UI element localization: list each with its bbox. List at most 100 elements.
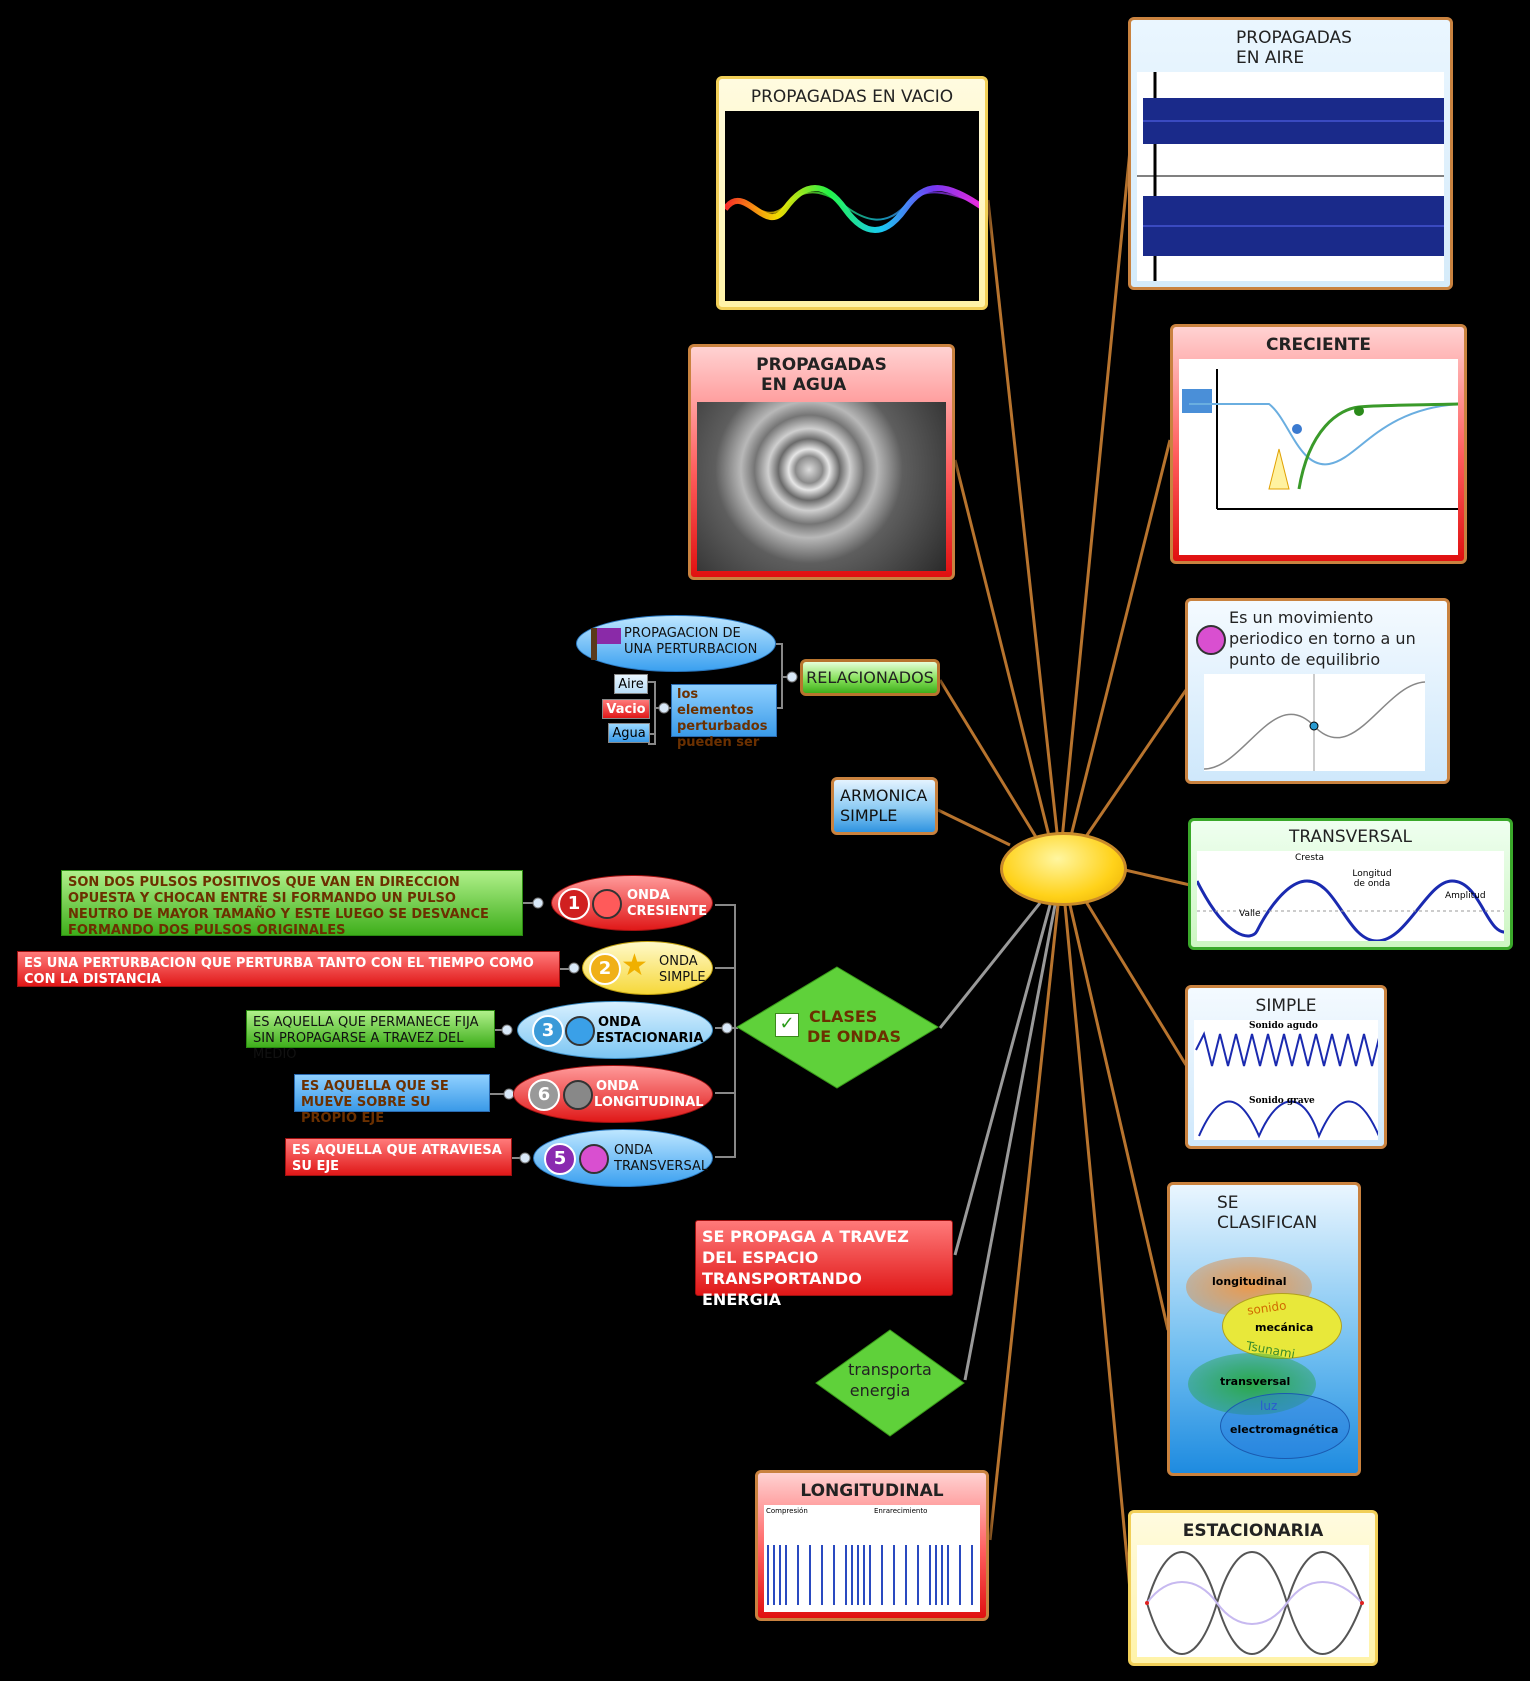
blob-electromagnetica (1220, 1393, 1350, 1459)
medio-label: Agua (612, 726, 646, 741)
elementos-box[interactable]: los elementos perturbados pueden ser (671, 684, 777, 750)
bubble-label-line2: LONGITUDINAL (594, 1095, 704, 1110)
blob-label-electromagnetica: electromagnética (1230, 1423, 1339, 1436)
description-text: SON DOS PULSOS POSITIVOS QUE VAN EN DIRE… (68, 875, 489, 938)
node-creciente[interactable]: CRECIENTE (1170, 324, 1467, 564)
onda-transversal-bubble[interactable]: 5 ONDA TRANSVERSAL (533, 1129, 713, 1187)
link-simple (1083, 899, 1188, 1066)
node-movimiento-periodico[interactable]: Es un movimiento periodico en torno a un… (1185, 598, 1450, 784)
growth-graph-image (1179, 359, 1458, 555)
node-propagadas-agua[interactable]: PROPAGADAS EN AGUA (688, 344, 955, 580)
box-label: los elementos perturbados pueden ser (677, 687, 768, 750)
node-longitudinal[interactable]: LONGITUDINAL Compresión Enrarecimiento (755, 1470, 989, 1621)
link-clases (938, 902, 1042, 1029)
onda-creciente-description: SON DOS PULSOS POSITIVOS QUE VAN EN DIRE… (61, 870, 523, 938)
angry-face-icon (592, 889, 622, 919)
rainbow-wave-image (725, 111, 979, 301)
node-se-clasifican[interactable]: SE CLASIFICAN longitudinal sonido mecáni… (1167, 1182, 1361, 1476)
onda-transversal-description: ES AQUELLA QUE ATRAVIESA SU EJE (285, 1138, 512, 1176)
onda-longitudinal-description: ES AQUELLA QUE SE MUEVE SOBRE SU PROPIO … (294, 1074, 490, 1126)
number-badge: 2 (589, 953, 621, 985)
crying-face-icon (565, 1016, 595, 1046)
link-periodico (1068, 689, 1188, 861)
medio-agua[interactable]: Agua (608, 723, 650, 743)
link-transporta (963, 904, 1057, 1381)
onda-estacionaria-description: ES AQUELLA QUE PERMANECE FIJA SIN PROPAG… (246, 1010, 495, 1062)
audio-waveform-image (1137, 72, 1444, 281)
onda-simple-bubble[interactable]: 2 ★ ONDA SIMPLE (582, 941, 713, 995)
node-title-line1: PROPAGADAS (1236, 28, 1352, 48)
description-text: ES AQUELLA QUE SE MUEVE SOBRE SU PROPIO … (301, 1079, 449, 1126)
node-title: ESTACIONARIA (1182, 1521, 1324, 1541)
node-title: LONGITUDINAL (800, 1481, 944, 1501)
spring-wave-image: Compresión Enrarecimiento (764, 1505, 980, 1612)
medio-aire[interactable]: Aire (614, 674, 648, 694)
label-enrarecimiento: Enrarecimiento (874, 1507, 928, 1515)
link-armonica (937, 808, 1011, 847)
clases-label-line1: CLASES (809, 1007, 878, 1026)
label-line2: energia (849, 1381, 911, 1400)
bubble-label-line1: ONDA (614, 1143, 653, 1158)
description-text: ES UNA PERTURBACION QUE PERTURBA TANTO C… (24, 956, 534, 987)
node-title: TRANSVERSAL (1288, 827, 1413, 847)
node-label: RELACIONADOS (806, 668, 934, 687)
blob-label-mecanica: mecánica (1255, 1321, 1314, 1334)
blob-label-luz: luz (1260, 1399, 1278, 1413)
bubble-label-line1: ONDA (627, 888, 670, 903)
label-cresta: Cresta (1295, 853, 1325, 863)
link-transversal (1124, 868, 1191, 887)
transporta-energia-node[interactable]: transporta energia (814, 1328, 966, 1438)
sound-wave-image: Sonido agudo Sonido grave (1194, 1020, 1378, 1140)
onda-longitudinal-bubble[interactable]: 6 ONDA LONGITUDINAL (513, 1065, 713, 1123)
node-simple[interactable]: SIMPLE Sonido agudo Sonido grave (1185, 985, 1387, 1149)
onda-creciente-bubble[interactable]: 1 ONDA CRESIENTE (551, 875, 713, 931)
sleepy-face-icon (563, 1080, 593, 1110)
armonica-simple-node[interactable]: ARMONICA SIMPLE (831, 777, 938, 835)
link-agua (953, 459, 1057, 861)
node-title-line2: CLASIFICAN (1217, 1213, 1318, 1233)
node-title: SIMPLE (1255, 996, 1317, 1016)
node-transversal[interactable]: TRANSVERSAL Cresta Longitud de onda Ampl… (1188, 818, 1513, 950)
label-grave: Sonido grave (1249, 1096, 1315, 1106)
bubble-label-line1: ONDA (598, 1015, 641, 1030)
node-title: PROPAGADAS EN VACIO (750, 87, 954, 107)
description-text: ES AQUELLA QUE PERMANECE FIJA SIN PROPAG… (253, 1015, 479, 1062)
medio-label: Vacio (606, 702, 646, 717)
label-longitud: Longitud de onda (1352, 869, 1392, 889)
flag-icon (591, 628, 597, 660)
water-drop-image (697, 402, 946, 571)
node-label: ARMONICA SIMPLE (840, 786, 928, 825)
clases-de-ondas-node[interactable]: ✓ CLASES DE ONDAS (735, 965, 940, 1090)
relacionados-node[interactable]: RELACIONADOS (800, 659, 940, 696)
node-propagadas-aire[interactable]: PROPAGADAS EN AIRE (1128, 17, 1453, 290)
link-longitudinal (988, 904, 1060, 1541)
bubble-label-line1: ONDA (596, 1079, 639, 1094)
central-node[interactable] (1000, 832, 1127, 906)
label-agudo: Sonido agudo (1249, 1021, 1318, 1031)
medio-vacio[interactable]: Vacio (602, 699, 650, 719)
blob-label-transversal: transversal (1220, 1375, 1291, 1388)
se-propaga-node[interactable]: SE PROPAGA A TRAVEZ DEL ESPACIO TRANSPOR… (695, 1220, 953, 1309)
sine-wave-image (1204, 674, 1425, 771)
onda-estacionaria-bubble[interactable]: 3 ONDA ESTACIONARIA (517, 1001, 713, 1059)
link-relacionados (938, 679, 1052, 861)
star-icon: ★ (621, 948, 648, 983)
node-text: Es un movimiento periodico en torno a un… (1229, 608, 1416, 669)
perturbacion-bubble[interactable]: PROPAGACION DE UNA PERTURBACION (576, 615, 776, 672)
description-text: ES AQUELLA QUE ATRAVIESA SU EJE (292, 1143, 502, 1174)
link-clasifican (1068, 904, 1170, 1331)
standing-wave-image (1137, 1545, 1369, 1657)
bubble-label-line2: TRANSVERSAL (614, 1159, 709, 1174)
number-badge: 3 (532, 1015, 564, 1047)
number-badge: 5 (544, 1143, 576, 1175)
clases-label-line2: DE ONDAS (807, 1027, 901, 1046)
node-propagadas-vacio[interactable]: PROPAGADAS EN VACIO (716, 76, 988, 310)
check-icon: ✓ (775, 1013, 799, 1037)
label-amplitud: Amplitud (1445, 891, 1486, 901)
node-title-line2: EN AGUA (761, 375, 847, 395)
link-aire (1058, 149, 1132, 861)
link-vacio (986, 199, 1062, 861)
node-estacionaria[interactable]: ESTACIONARIA (1128, 1510, 1378, 1666)
node-label: SE PROPAGA A TRAVEZ DEL ESPACIO TRANSPOR… (702, 1227, 909, 1309)
